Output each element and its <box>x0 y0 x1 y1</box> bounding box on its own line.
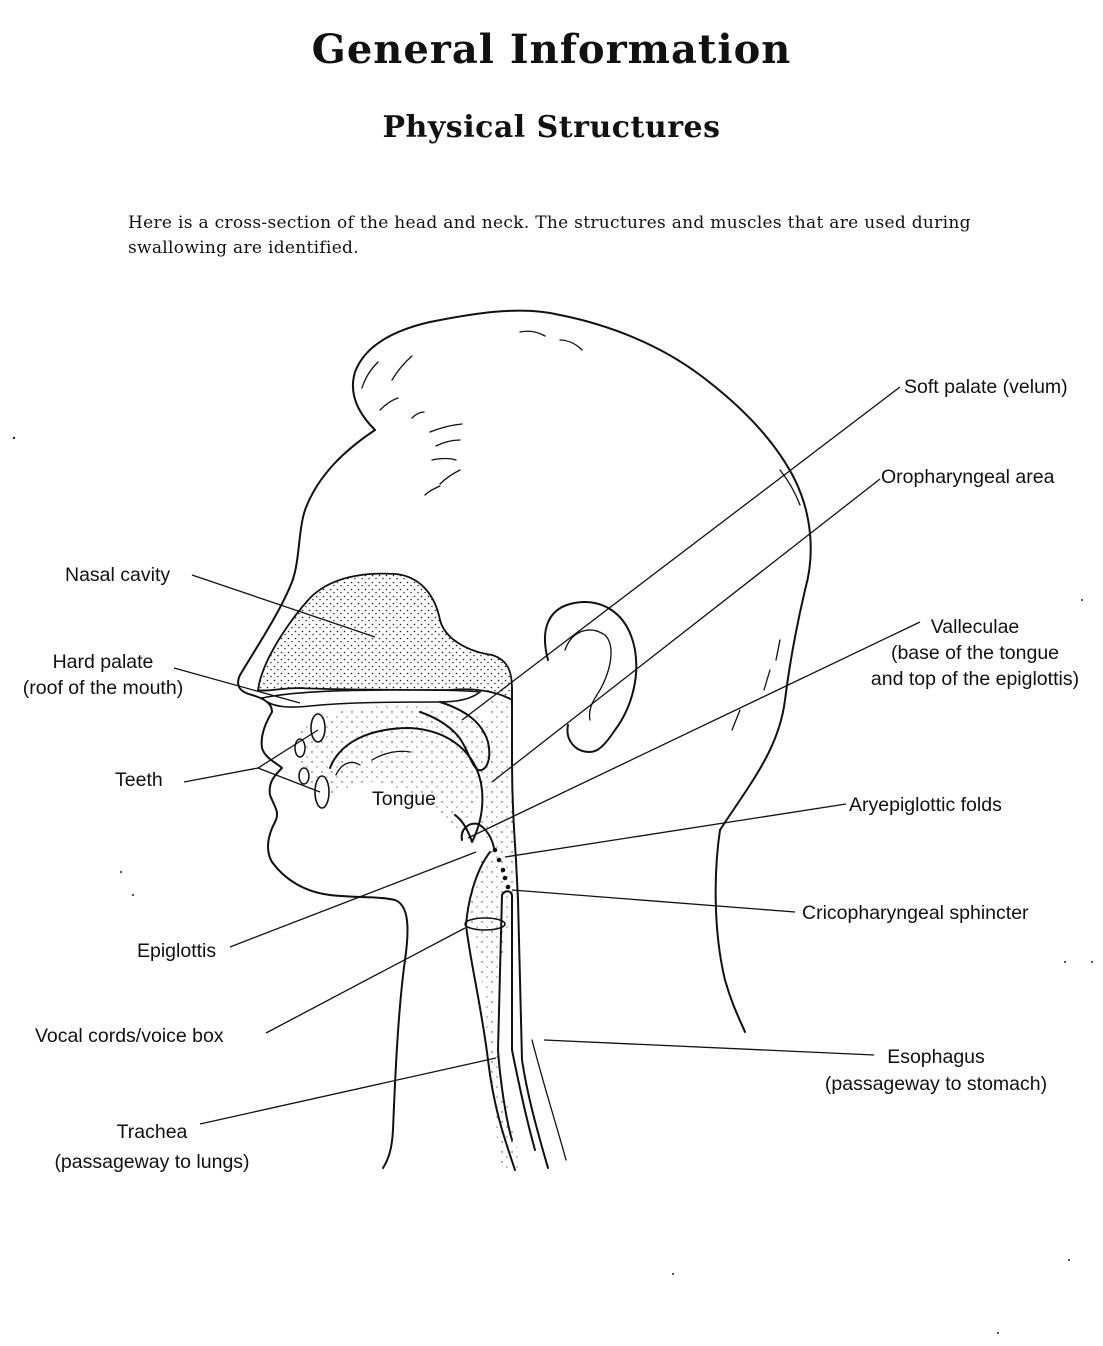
label-valleculae-line3: and top of the epiglottis) <box>870 668 1080 690</box>
leader-valleculae <box>467 621 921 839</box>
label-hard-palate: Hard palate (roof of the mouth) <box>6 649 200 701</box>
label-vocal-cords: Vocal cords/voice box <box>35 1025 224 1047</box>
upper-incisor <box>310 713 326 743</box>
label-hard-palate-line1: Hard palate <box>52 651 154 673</box>
tongue-shape <box>329 727 484 843</box>
leader-vocal-cords <box>265 927 466 1034</box>
label-valleculae-line2: (base of the tongue <box>890 642 1060 664</box>
aryepiglottic-fold-dots <box>492 847 511 890</box>
leader-epiglottis <box>229 851 477 948</box>
label-aryepiglottic: Aryepiglottic folds <box>849 794 1002 816</box>
label-esophagus: Esophagus (passageway to stomach) <box>800 1043 1072 1097</box>
leader-hard-palate <box>173 667 301 704</box>
epiglottis-shape <box>460 822 495 849</box>
label-hard-palate-line2: (roof of the mouth) <box>22 677 184 699</box>
label-trachea-line2: (passageway to lungs) <box>54 1151 250 1173</box>
leader-esophagus <box>543 1039 875 1056</box>
scalp-outline <box>351 309 812 831</box>
esophagus-shape <box>497 890 536 1151</box>
pharynx-back-wall <box>511 687 549 1169</box>
ear-inner <box>564 629 612 721</box>
face-profile-outline <box>237 429 409 1169</box>
leader-nasal-cavity <box>191 574 376 638</box>
label-oropharyngeal: Oropharyngeal area <box>881 466 1055 488</box>
label-trachea: Trachea (passageway to lungs) <box>30 1115 274 1175</box>
label-valleculae: Valleculae (base of the tongue and top o… <box>850 614 1100 692</box>
lower-incisor-2 <box>298 767 310 785</box>
page-subtitle: Physical Structures <box>382 110 721 145</box>
label-tongue: Tongue <box>372 788 436 810</box>
label-esophagus-line1: Esophagus <box>887 1046 985 1068</box>
leader-aryepiglottic <box>504 803 847 858</box>
nasal-cavity-shape <box>257 572 513 702</box>
label-trachea-line1: Trachea <box>116 1121 188 1143</box>
label-nasal-cavity: Nasal cavity <box>65 564 171 586</box>
label-valleculae-line1: Valleculae <box>930 616 1020 638</box>
label-esophagus-line2: (passageway to stomach) <box>824 1073 1048 1095</box>
lower-incisor <box>314 775 330 809</box>
label-teeth: Teeth <box>115 769 163 791</box>
oral-cavity-shape <box>300 706 491 840</box>
leader-oropharyngeal <box>491 478 881 783</box>
intro-paragraph: Here is a cross-section of the head and … <box>128 213 971 258</box>
page-title: General Information <box>311 26 792 73</box>
vocal-cord-shape <box>464 917 506 931</box>
ear-outline <box>544 601 638 753</box>
pharynx-shape <box>468 700 522 1168</box>
label-soft-palate: Soft palate (velum) <box>904 376 1068 398</box>
hard-palate-shape <box>260 689 483 708</box>
leader-teeth <box>183 729 321 793</box>
leader-soft-palate <box>461 386 901 721</box>
leader-cricopharyngeal <box>511 889 796 913</box>
hair-strokes <box>361 330 801 506</box>
label-epiglottis: Epiglottis <box>137 940 217 962</box>
scan-specks <box>12 436 1093 1334</box>
leader-trachea <box>199 1057 497 1125</box>
larynx-front-wall <box>465 851 516 1171</box>
label-cricopharyngeal: Cricopharyngeal sphincter <box>802 902 1029 924</box>
neck-back-outline <box>714 829 746 1033</box>
